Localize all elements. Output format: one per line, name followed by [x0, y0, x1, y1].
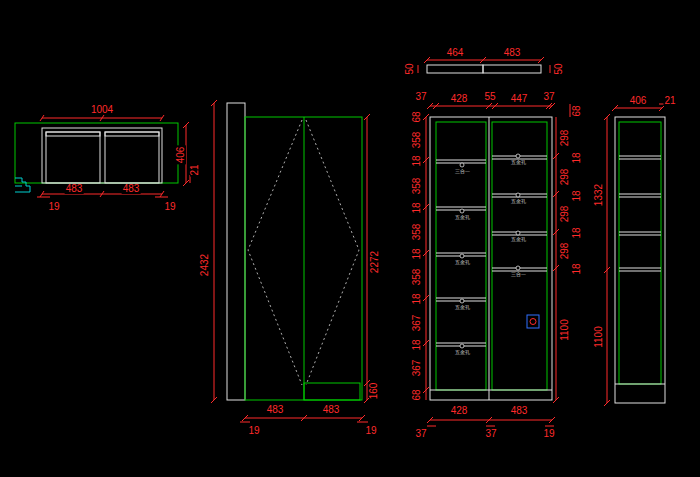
dimension-value: 1100: [560, 318, 570, 342]
dimension-value: 483: [503, 48, 522, 58]
dimension-value: 37: [414, 92, 427, 102]
dimension-value: 160: [369, 382, 379, 401]
dimension-value: 1332: [594, 183, 604, 207]
dimension-value: 367: [412, 314, 422, 333]
dimension-value: 37: [414, 429, 427, 439]
dimension-value: 1004: [90, 105, 114, 115]
dimension-value: 406: [176, 146, 186, 165]
dimension-value: 428: [450, 406, 469, 416]
dimension-value: 18: [412, 154, 422, 167]
dimension-value: 50: [554, 62, 564, 75]
dimension-value: 18: [412, 201, 422, 214]
hole-note: 三合一: [510, 272, 527, 277]
dimension-value: 21: [190, 163, 200, 176]
hole-note: 三合一: [454, 169, 471, 174]
dimension-value: 18: [572, 189, 582, 202]
dimension-value: 367: [412, 359, 422, 378]
dimension-value: 68: [412, 110, 422, 123]
dimension-value: 19: [47, 202, 60, 212]
dimension-value: 358: [412, 223, 422, 242]
hole-note: 五金孔: [510, 199, 527, 204]
dimension-value: 19: [163, 202, 176, 212]
dimension-value: 21: [663, 96, 676, 106]
dimension-value: 68: [412, 388, 422, 401]
hole-note: 五金孔: [510, 160, 527, 165]
dimension-value: 298: [560, 242, 570, 261]
dimension-value: 68: [572, 104, 582, 117]
dimension-value: 1100: [594, 325, 604, 349]
dimension-value: 37: [542, 92, 555, 102]
dimension-value: 464: [446, 48, 465, 58]
dimension-value: 483: [65, 184, 84, 194]
hole-note: 五金孔: [454, 260, 471, 265]
dimension-value: 358: [412, 131, 422, 150]
dimension-value: 18: [572, 151, 582, 164]
dimension-value: 18: [572, 226, 582, 239]
dimension-value: 483: [510, 406, 529, 416]
hole-note: 五金孔: [454, 215, 471, 220]
dimension-value: 483: [322, 405, 341, 415]
dimension-value: 298: [560, 129, 570, 148]
dimension-value: 298: [560, 205, 570, 224]
dimension-value: 483: [266, 405, 285, 415]
dimension-value: 2432: [200, 253, 210, 277]
dimension-value: 19: [247, 426, 260, 436]
hole-note: 五金孔: [510, 237, 527, 242]
dimension-value: 55: [483, 92, 496, 102]
dimension-value: 406: [629, 96, 648, 106]
dimension-value: 358: [412, 268, 422, 287]
dimension-value: 18: [412, 247, 422, 260]
dimension-value: 298: [560, 168, 570, 187]
dimension-value: 18: [572, 262, 582, 275]
dimension-value: 18: [412, 338, 422, 351]
dimension-value: 2272: [370, 250, 380, 274]
dimension-value: 19: [364, 426, 377, 436]
dimension-value: 50: [405, 62, 415, 75]
dimension-value: 447: [510, 94, 529, 104]
dimension-value: 18: [412, 292, 422, 305]
dimension-value: 483: [122, 184, 141, 194]
dimension-value: 37: [484, 429, 497, 439]
dimension-value: 428: [450, 94, 469, 104]
hole-note: 五金孔: [454, 305, 471, 310]
dimension-value: 19: [542, 429, 555, 439]
dimension-value: 358: [412, 177, 422, 196]
hole-note: 五金孔: [454, 350, 471, 355]
